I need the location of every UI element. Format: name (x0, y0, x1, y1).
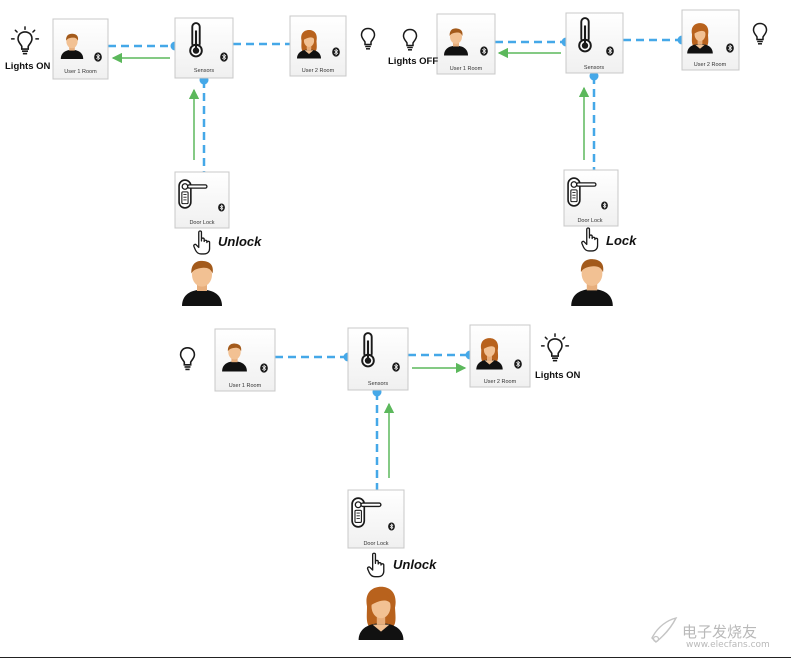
node-label: User 1 Room (64, 69, 97, 75)
user2-room-node: User 2 Room (681, 9, 740, 71)
door-lock-node: Door Lock (347, 489, 405, 549)
node-label: User 2 Room (302, 68, 335, 74)
node-label: User 1 Room (229, 383, 262, 389)
node-label: User 1 Room (450, 66, 483, 72)
user1-room-node: User 1 Room (52, 18, 109, 80)
lights-status-label: Lights OFF (388, 56, 439, 67)
hand-pointer-icon (193, 230, 211, 255)
bluetooth-icon (388, 522, 395, 531)
bluetooth-icon (260, 363, 268, 373)
person-icon (571, 259, 613, 306)
node-label: Sensors (584, 65, 604, 71)
sensors-node: Sensors (174, 17, 234, 79)
sensors-node: Sensors (565, 12, 624, 74)
door-lock-node: Door Lock (563, 169, 619, 227)
node-label: Door Lock (577, 218, 602, 224)
light-bulb-icon (752, 22, 768, 45)
user2-room-node: User 2 Room (469, 324, 531, 388)
node-label: Sensors (194, 68, 214, 74)
hand-pointer-icon (366, 552, 385, 578)
action-label: Unlock (393, 557, 437, 572)
light-bulb-icon (179, 347, 196, 371)
thermometer-icon (189, 22, 203, 58)
door-lock-node: Door Lock (174, 171, 230, 229)
bluetooth-icon (601, 201, 608, 210)
lights-status-label: Lights ON (535, 370, 581, 381)
bluetooth-icon (514, 359, 522, 369)
light-bulb-icon (402, 28, 418, 51)
scenario-1: User 1 Room Sensors User 2 Room Door Loc… (10, 15, 376, 306)
watermark-logo-icon (651, 616, 678, 643)
lights-status-label: Lights ON (5, 61, 51, 72)
node-label: Door Lock (363, 541, 388, 547)
bluetooth-icon (220, 52, 228, 62)
bluetooth-icon (726, 43, 734, 53)
scenario-3: User 1 Room Sensors User 2 Room Door Loc… (179, 324, 570, 640)
user2-room-node: User 2 Room (289, 15, 347, 77)
bluetooth-icon (94, 52, 102, 62)
watermark-url: www.elecfans.com (686, 640, 770, 650)
user1-room-node: User 1 Room (436, 13, 496, 75)
bluetooth-icon (480, 46, 488, 56)
thermometer-icon (578, 17, 592, 53)
hand-pointer-icon (581, 227, 599, 252)
bluetooth-icon (606, 46, 614, 56)
thermometer-icon (361, 332, 375, 368)
link-dot (589, 71, 599, 81)
person-icon (182, 260, 222, 306)
light-bulb-icon (360, 27, 376, 50)
bluetooth-icon (332, 47, 340, 57)
action-label: Lock (606, 233, 637, 248)
person-icon (358, 586, 404, 640)
sensors-node: Sensors (347, 327, 409, 391)
node-label: Sensors (368, 381, 388, 387)
user1-room-node: User 1 Room (214, 328, 276, 392)
node-label: User 2 Room (484, 379, 517, 385)
bluetooth-icon (218, 203, 225, 212)
light-bulb-icon (10, 26, 40, 55)
bottom-divider (0, 657, 791, 658)
scenario-2: User 1 Room Sensors User 2 Room Door Loc… (402, 9, 768, 306)
node-label: Door Lock (189, 220, 214, 226)
light-bulb-icon (540, 333, 570, 362)
bluetooth-icon (392, 362, 400, 372)
watermark-text: 电子发烧友 (682, 623, 758, 641)
node-label: User 2 Room (694, 62, 727, 68)
action-label: Unlock (218, 234, 262, 249)
